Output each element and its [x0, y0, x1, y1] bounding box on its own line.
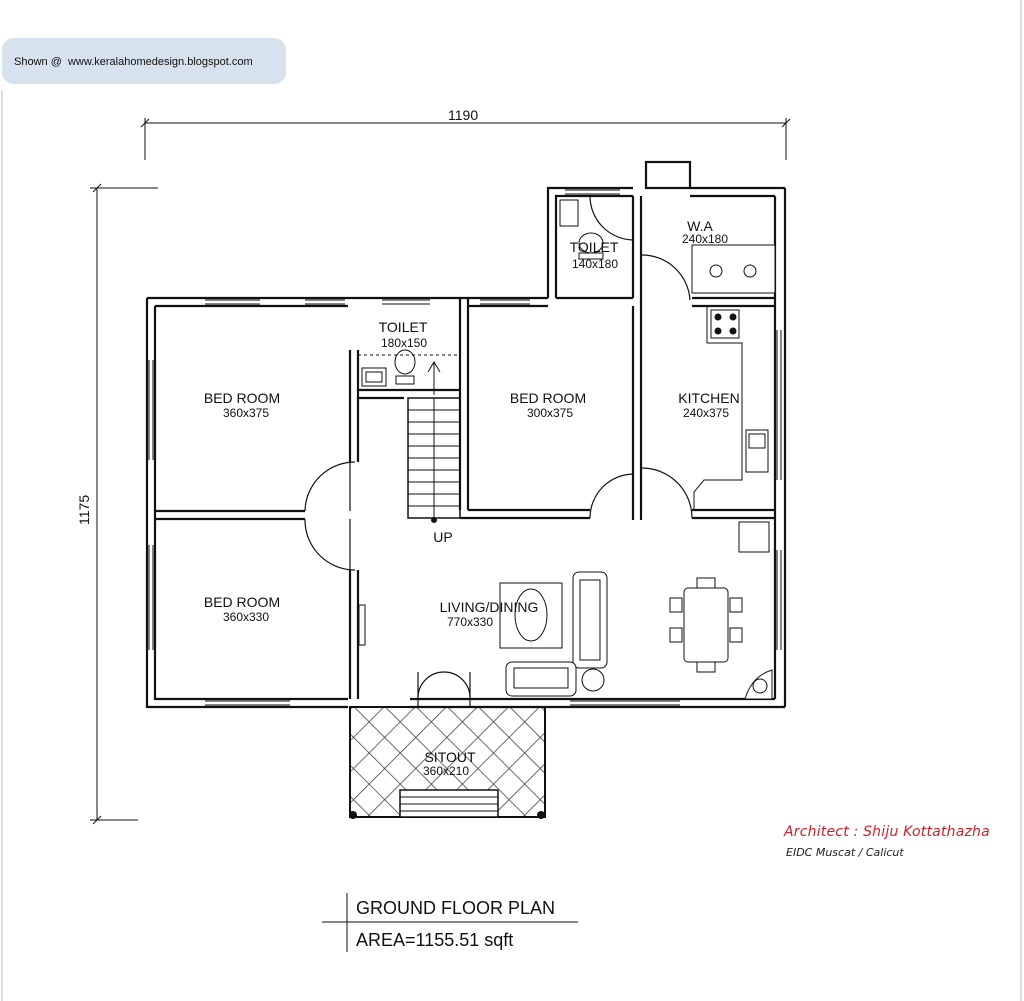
staircase: [407, 361, 461, 523]
room-sitout-size: 360x210: [422, 764, 470, 778]
room-living-dining-name: LIVING/DINING: [439, 599, 539, 615]
width-dimension: 1190: [448, 107, 479, 123]
room-bedroom-3-name: BED ROOM: [203, 594, 281, 610]
room-living-dining-size: 770x330: [446, 615, 494, 629]
room-toilet-1-size: 180x150: [380, 336, 428, 350]
plan-area: AREA=1155.51 sqft: [356, 930, 514, 950]
title-rules: [322, 893, 578, 952]
door-swings: [304, 195, 693, 707]
sitout-floor: [349, 706, 546, 819]
windows: [148, 189, 782, 706]
living-furniture: [358, 571, 608, 697]
stair-up-label: UP: [433, 529, 453, 545]
architect-name: Architect : Shiju Kottathazha: [784, 824, 990, 840]
room-bedroom-1-name: BED ROOM: [203, 390, 281, 406]
dining-set: [669, 577, 773, 700]
room-bedroom-2-size: 300x375: [526, 406, 574, 420]
room-toilet-2-name: TOILET: [569, 239, 619, 255]
height-dimension: 1175: [76, 494, 92, 525]
watermark-prefix: Shown @: [14, 56, 62, 68]
watermark-badge: [2, 38, 286, 84]
walls: [145, 160, 787, 709]
watermark-site: www.keralahomedesign.blogspot.com: [67, 56, 253, 68]
room-toilet-2-size: 140x180: [571, 257, 619, 271]
room-wash-area-name: W.A: [687, 218, 713, 234]
room-toilet-1-name: TOILET: [378, 319, 428, 335]
room-bedroom-1-size: 360x375: [222, 406, 270, 420]
room-sitout-name: SITOUT: [424, 749, 476, 765]
room-kitchen-size: 240x375: [682, 406, 730, 420]
kitchen-counter: [693, 306, 770, 553]
room-bedroom-2-name: BED ROOM: [509, 390, 587, 406]
watermark-text: Shown @ www.keralahomedesign.blogspot.co…: [14, 56, 253, 68]
toilet-fixtures: [358, 199, 604, 387]
dimension-lines: [90, 118, 791, 825]
architect-office: EIDC Muscat / Calicut: [786, 846, 904, 859]
wash-basins: [691, 244, 776, 294]
room-wash-area-size: 240x180: [681, 232, 729, 246]
plan-title: GROUND FLOOR PLAN: [356, 898, 556, 918]
room-kitchen-name: KITCHEN: [678, 390, 740, 406]
room-bedroom-3-size: 360x330: [222, 610, 270, 624]
